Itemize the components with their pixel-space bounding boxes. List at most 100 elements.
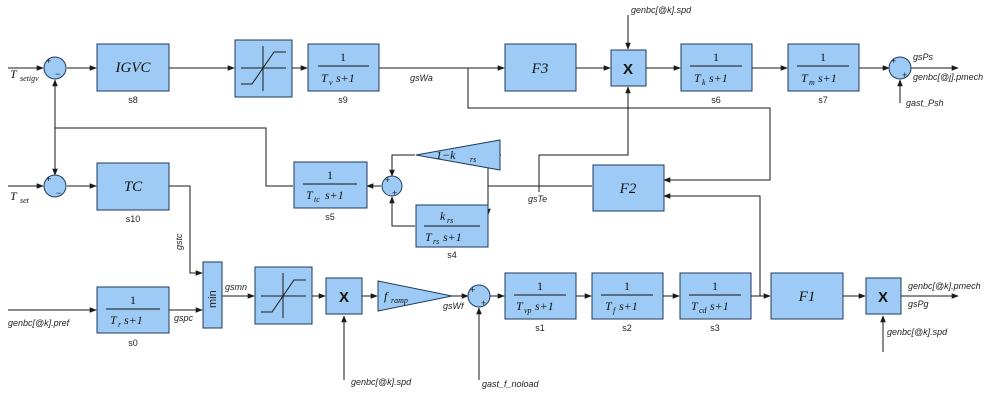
- sum-junction-fuel: + +: [467, 284, 491, 308]
- signal-wires: [8, 15, 959, 380]
- svg-text:f: f: [613, 306, 617, 315]
- svg-text:s1: s1: [535, 323, 545, 333]
- svg-text:tc: tc: [314, 195, 320, 204]
- svg-text:−: −: [55, 69, 60, 79]
- svg-text:s+1: s+1: [709, 71, 728, 85]
- f1-block: F1: [770, 272, 844, 320]
- svg-text:T: T: [110, 313, 118, 327]
- svg-text:v: v: [329, 78, 333, 87]
- signal-pmech-bottom: genbc[@k].pmech: [908, 281, 981, 291]
- svg-text:s10: s10: [126, 214, 141, 224]
- svg-text:T: T: [691, 299, 699, 313]
- svg-text:s8: s8: [128, 95, 138, 105]
- tc-block: TC s10: [96, 162, 170, 224]
- igvc-block: IGVC s8: [96, 43, 170, 105]
- svg-text:+: +: [46, 56, 51, 66]
- multiplier-top: X: [610, 49, 647, 87]
- svg-text:s6: s6: [711, 95, 721, 105]
- tvp-lag-block: 1 T vp s+1 s1: [504, 272, 577, 333]
- input-pref: genbc[@k].pref: [8, 318, 71, 328]
- svg-text:s+1: s+1: [443, 230, 462, 244]
- sum-junction-lag: + +: [381, 175, 403, 198]
- svg-text:s+1: s+1: [710, 299, 729, 313]
- tcd-lag-block: 1 T cd s+1 s3: [679, 272, 752, 333]
- svg-text:+: +: [481, 298, 486, 308]
- svg-text:m: m: [809, 78, 815, 87]
- svg-text:k: k: [702, 78, 706, 87]
- sum-junction-top: + −: [43, 56, 67, 80]
- sum-junction-tset: + −: [43, 174, 67, 198]
- svg-text:+: +: [902, 70, 907, 80]
- svg-text:s+1: s+1: [124, 313, 143, 327]
- svg-text:1: 1: [130, 293, 136, 307]
- svg-text:T: T: [306, 188, 314, 202]
- signal-spd-mid: genbc[@k].spd: [351, 377, 412, 387]
- svg-text:s2: s2: [622, 323, 632, 333]
- tm-lag-block: 1 T m s+1 s7: [787, 43, 860, 105]
- gain-1-minus-krs: 1−k rs: [415, 139, 501, 171]
- svg-text:X: X: [878, 289, 888, 306]
- signal-gsPg: gsPg: [908, 299, 929, 309]
- svg-text:vp: vp: [524, 306, 532, 315]
- svg-text:1: 1: [624, 279, 630, 293]
- svg-text:T: T: [10, 67, 18, 81]
- svg-text:s5: s5: [325, 212, 335, 222]
- multiplier-output: X: [865, 277, 902, 315]
- svg-text:T: T: [605, 299, 613, 313]
- svg-text:rs: rs: [470, 155, 476, 164]
- svg-text:+: +: [392, 188, 397, 198]
- svg-text:+: +: [470, 285, 475, 295]
- multiplier-bottom: X: [325, 277, 363, 315]
- svg-text:1−k: 1−k: [436, 148, 456, 162]
- signal-gast-psh: gast_Psh: [906, 98, 944, 108]
- svg-text:r: r: [118, 320, 122, 329]
- svg-text:IGVC: IGVC: [115, 60, 152, 76]
- ttc-lag-block: 1 T tc s+1 s5: [293, 161, 368, 222]
- tv-lag-block: 1 T v s+1 s9: [307, 43, 380, 105]
- svg-text:cd: cd: [699, 306, 708, 315]
- svg-text:s3: s3: [710, 323, 720, 333]
- limiter-block-bottom: [254, 266, 313, 325]
- svg-text:1: 1: [713, 50, 719, 64]
- signal-gspc: gspc: [174, 313, 194, 323]
- svg-text:TC: TC: [124, 179, 143, 195]
- signal-gsmn: gsmn: [225, 282, 247, 292]
- signal-spd-bottom: genbc[@k].spd: [887, 327, 948, 337]
- signal-gsWf: gsWf: [443, 301, 465, 311]
- svg-text:T: T: [321, 71, 329, 85]
- svg-text:k: k: [440, 209, 446, 223]
- svg-text:s+1: s+1: [818, 71, 837, 85]
- svg-text:+: +: [385, 175, 390, 185]
- svg-text:T: T: [425, 230, 433, 244]
- svg-text:s9: s9: [338, 95, 348, 105]
- limiter-block-top: [234, 39, 293, 98]
- signal-spd-top: genbc[@k].spd: [631, 5, 692, 15]
- f3-block: F3: [504, 43, 577, 92]
- svg-text:s+1: s+1: [325, 188, 344, 202]
- signal-gsPs: gsPs: [913, 52, 934, 62]
- svg-text:X: X: [623, 61, 633, 78]
- svg-text:ramp: ramp: [391, 296, 408, 305]
- svg-text:1: 1: [712, 279, 718, 293]
- framp-gain: f ramp: [377, 280, 453, 312]
- svg-text:1: 1: [327, 168, 333, 182]
- svg-text:X: X: [339, 289, 349, 306]
- svg-text:+: +: [891, 56, 896, 66]
- svg-text:s0: s0: [128, 338, 138, 348]
- svg-text:T: T: [516, 299, 524, 313]
- svg-text:+: +: [46, 174, 51, 184]
- sum-junction-output: + +: [888, 56, 912, 80]
- svg-text:T: T: [694, 71, 702, 85]
- svg-text:set: set: [20, 196, 30, 205]
- signal-gsWa: gsWa: [410, 73, 433, 83]
- svg-text:s+1: s+1: [619, 299, 638, 313]
- svg-text:setigv: setigv: [20, 74, 39, 83]
- input-t-setigv: T setigv: [10, 67, 39, 83]
- signal-gsTe: gsTe: [528, 194, 547, 204]
- svg-text:s+1: s+1: [535, 299, 554, 313]
- svg-text:s7: s7: [818, 95, 828, 105]
- tr-lag-block: 1 T r s+1 s0: [96, 286, 170, 348]
- signal-gast-f-noload: gast_f_noload: [482, 379, 540, 389]
- input-t-set: T set: [10, 189, 30, 205]
